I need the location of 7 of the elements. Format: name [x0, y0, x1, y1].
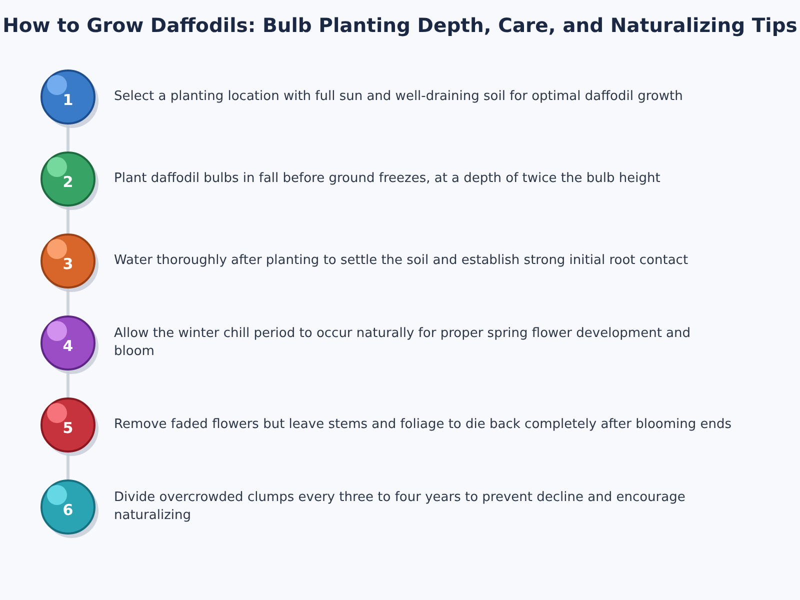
step-description: Allow the winter chill period to occur naturally for proper spring flower development and bloom	[114, 325, 692, 361]
step-description: Select a planting location with full sun and well-draining soil for optimal daffodil growth	[114, 88, 684, 106]
step-description: Plant daffodil bulbs in fall before ground freezes, at a depth of twice the bulb height	[114, 170, 662, 188]
title: How to Grow Daffodils: Bulb Planting Depth, Care, and Naturalizing Tips	[2, 13, 798, 39]
step-description: Remove faded flowers but leave stems and foliage to die back completely after blooming ends	[114, 416, 733, 434]
step-description: Divide overcrowded clumps every three to four years to prevent decline and encourage naturalizing	[114, 489, 686, 525]
step-description: Water thoroughly after planting to settle the soil and establish strong initial root contact	[114, 252, 690, 270]
